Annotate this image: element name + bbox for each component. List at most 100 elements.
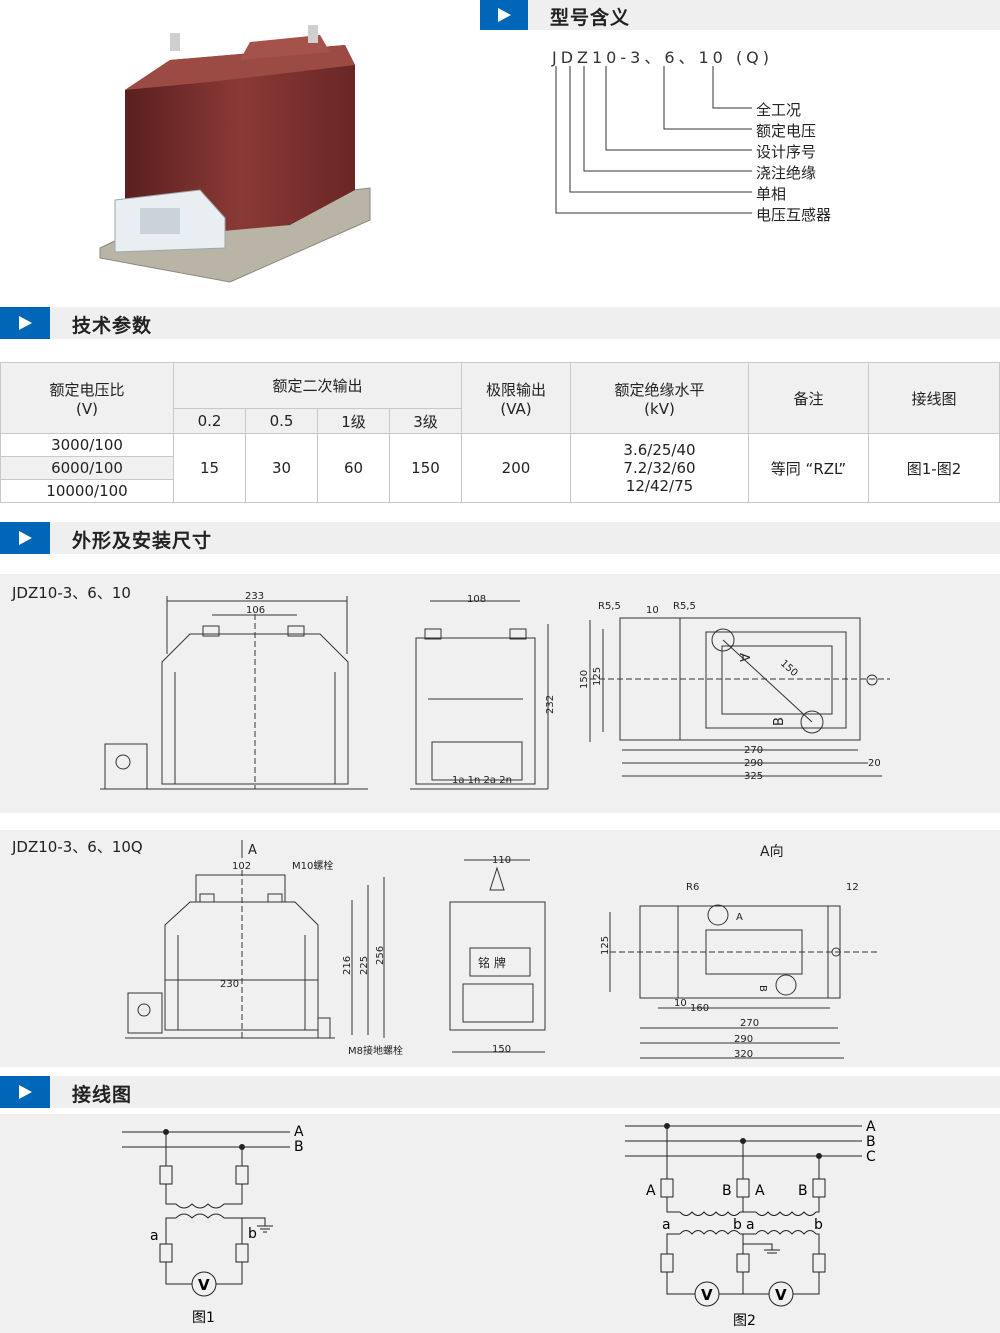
- header-insulation-level: 额定绝缘水平(kV): [570, 362, 749, 434]
- svg-text:125: 125: [600, 936, 611, 955]
- output-3: 150: [389, 433, 462, 503]
- svg-text:A: A: [736, 653, 751, 662]
- svg-text:106: 106: [246, 605, 265, 616]
- header-secondary-output: 额定二次输出: [173, 362, 462, 409]
- svg-text:a: a: [746, 1217, 755, 1233]
- wiring-panel: [0, 1114, 1000, 1333]
- svg-text:150: 150: [579, 670, 590, 689]
- tech-params-header: 技术参数: [0, 307, 1000, 339]
- svg-text:10: 10: [646, 605, 659, 616]
- svg-text:V: V: [775, 1286, 787, 1304]
- svg-text:R6: R6: [686, 882, 699, 893]
- svg-text:150: 150: [778, 658, 800, 679]
- drawing-model-2: JDZ10-3、6、10Q: [12, 838, 143, 856]
- svg-text:B: B: [722, 1183, 732, 1199]
- svg-text:M8接地螺栓: M8接地螺栓: [348, 1044, 403, 1057]
- class-3: 3级: [389, 408, 462, 434]
- params-table: 额定电压比(V) 额定二次输出 极限输出(VA) 额定绝缘水平(kV) 备注 接…: [0, 362, 1000, 503]
- meaning-voltage-transformer: 电压互感器: [756, 206, 832, 224]
- output-1: 60: [317, 433, 390, 503]
- svg-text:B: B: [757, 985, 768, 992]
- model-code: JDZ10-3、6、10 (Q): [552, 48, 774, 67]
- svg-text:铭 牌: 铭 牌: [478, 955, 506, 970]
- svg-text:216: 216: [342, 956, 353, 975]
- svg-text:270: 270: [744, 745, 763, 756]
- header-voltage-ratio: 额定电压比(V): [0, 362, 174, 434]
- svg-text:20: 20: [868, 758, 881, 769]
- model-leader-lines: [555, 66, 752, 214]
- model-meaning-header: 型号含义: [480, 0, 1000, 30]
- svg-text:A: A: [736, 912, 743, 923]
- svg-text:b: b: [814, 1217, 823, 1233]
- svg-text:232: 232: [545, 695, 556, 714]
- svg-text:150: 150: [492, 1044, 511, 1055]
- svg-text:108: 108: [467, 594, 486, 605]
- play-arrow-icon: [480, 0, 528, 30]
- meaning-single-phase: 单相: [756, 185, 787, 203]
- svg-text:A: A: [248, 843, 257, 858]
- drawing-model-1: JDZ10-3、6、10: [12, 584, 131, 602]
- svg-text:A向: A向: [760, 844, 784, 860]
- play-arrow-icon: [0, 522, 50, 554]
- output-0-2: 15: [173, 433, 246, 503]
- product-photo: [99, 25, 371, 283]
- meaning-rated-voltage: 额定电压: [756, 122, 817, 140]
- wiring-figure-2: A B C A B A B a b a b V V 图2: [625, 1119, 876, 1329]
- svg-text:320: 320: [734, 1049, 753, 1060]
- svg-text:b: b: [248, 1226, 257, 1242]
- class-0-2: 0.2: [173, 408, 246, 434]
- svg-text:B: B: [294, 1139, 304, 1155]
- section-title: 接线图: [72, 1084, 133, 1106]
- drawing-2: A 102 M10螺栓 230 216 225 256 M8接地螺栓 110 铭…: [125, 840, 878, 1060]
- ratio-10000: 10000/100: [0, 479, 174, 503]
- svg-text:A: A: [755, 1183, 765, 1199]
- svg-text:B: B: [866, 1134, 876, 1150]
- svg-text:290: 290: [744, 758, 763, 769]
- svg-text:V: V: [198, 1276, 210, 1294]
- svg-text:270: 270: [740, 1018, 759, 1029]
- svg-text:325: 325: [744, 771, 763, 782]
- svg-text:A: A: [294, 1124, 304, 1140]
- svg-text:102: 102: [232, 861, 251, 872]
- section-title: 技术参数: [72, 315, 153, 337]
- class-0-5: 0.5: [245, 408, 318, 434]
- svg-text:10: 10: [674, 998, 687, 1009]
- note-value: 等同 “RZL”: [748, 433, 869, 503]
- diagram-value: 图1-图2: [868, 433, 1000, 503]
- svg-text:C: C: [866, 1149, 876, 1165]
- svg-text:125: 125: [592, 667, 603, 686]
- ratio-6000: 6000/100: [0, 456, 174, 480]
- svg-text:1a 1n 2a 2n: 1a 1n 2a 2n: [452, 775, 512, 786]
- svg-text:A: A: [646, 1183, 656, 1199]
- svg-text:R5,5: R5,5: [673, 601, 696, 612]
- svg-text:R5,5: R5,5: [598, 601, 621, 612]
- svg-text:233: 233: [245, 591, 264, 602]
- header-limit-output: 极限输出(VA): [461, 362, 571, 434]
- svg-text:图2: 图2: [733, 1313, 756, 1329]
- meaning-cast-insulation: 浇注绝缘: [756, 164, 817, 182]
- svg-text:图1: 图1: [192, 1310, 215, 1326]
- meaning-full-condition: 全工况: [756, 101, 802, 119]
- svg-text:B: B: [798, 1183, 808, 1199]
- header-note: 备注: [748, 362, 869, 434]
- section-title: 外形及安装尺寸: [72, 530, 213, 552]
- svg-text:256: 256: [375, 946, 386, 965]
- svg-text:B: B: [772, 717, 787, 726]
- header-diagram: 接线图: [868, 362, 1000, 434]
- wiring-figure-1: A B a b V 图1: [122, 1124, 304, 1326]
- ratio-3000: 3000/100: [0, 433, 174, 457]
- output-0-5: 30: [245, 433, 318, 503]
- svg-text:230: 230: [220, 979, 239, 990]
- play-arrow-icon: [0, 1076, 50, 1108]
- svg-text:110: 110: [492, 855, 511, 866]
- wiring-header: 接线图: [0, 1076, 1000, 1108]
- meaning-design-number: 设计序号: [756, 143, 817, 161]
- dimensions-header: 外形及安装尺寸: [0, 522, 1000, 554]
- svg-text:V: V: [701, 1286, 713, 1304]
- drawing-1: 233 106 108 232 1a 1n 2a 2n R5,5 10 R5,5…: [100, 591, 890, 790]
- section-title: 型号含义: [550, 7, 631, 29]
- svg-text:a: a: [662, 1217, 671, 1233]
- svg-text:b: b: [733, 1217, 742, 1233]
- svg-text:A: A: [866, 1119, 876, 1135]
